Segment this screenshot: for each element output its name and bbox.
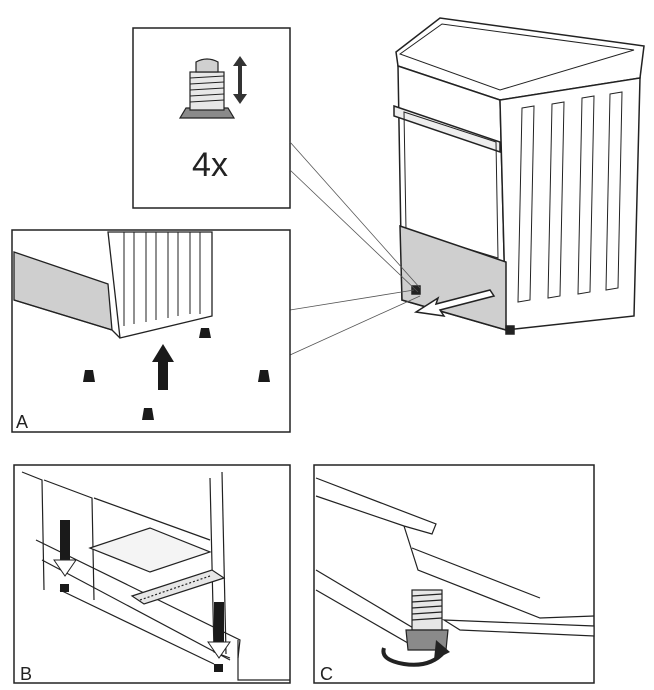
up-down-arrow-icon bbox=[233, 56, 247, 104]
rotate-arrow-icon bbox=[381, 640, 450, 667]
leveling-foot-c-icon bbox=[405, 589, 449, 651]
leveling-foot-icon bbox=[178, 58, 236, 119]
panel-a-label: A bbox=[16, 412, 28, 432]
pull-arrow-icon bbox=[413, 289, 496, 317]
press-down-arrow-icon bbox=[53, 520, 231, 659]
panel-a: A bbox=[11, 229, 291, 433]
panel-b: B bbox=[13, 464, 291, 684]
insert-arrow-icon bbox=[152, 344, 174, 390]
foot-inset-panel: 4x bbox=[132, 27, 291, 209]
quantity-label: 4x bbox=[192, 146, 228, 184]
feet-group bbox=[83, 328, 270, 420]
leader-lines bbox=[289, 141, 421, 356]
panel-c-label: C bbox=[320, 664, 333, 684]
panel-b-label: B bbox=[20, 664, 32, 684]
feet-b bbox=[60, 584, 223, 672]
panel-c: C bbox=[313, 464, 595, 684]
cooker-illustration bbox=[393, 17, 645, 335]
cooker-side bbox=[499, 77, 641, 331]
